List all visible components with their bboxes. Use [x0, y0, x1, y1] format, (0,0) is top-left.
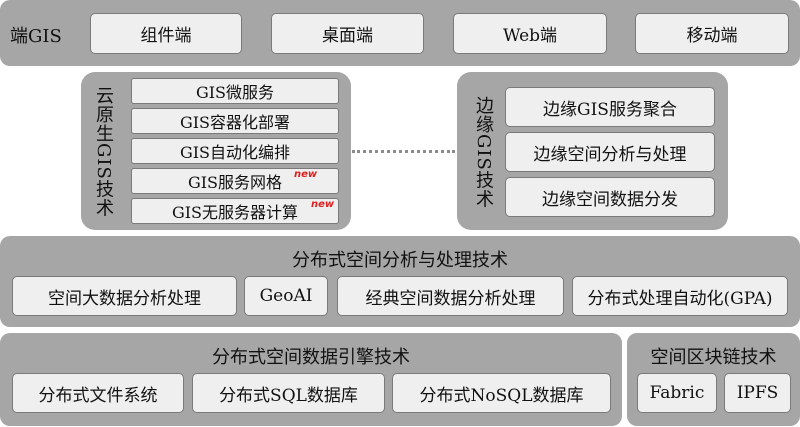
new-badge: new: [294, 169, 318, 180]
analysis-item-gpa: 分布式处理自动化(GPA): [572, 276, 788, 316]
blockchain-title: 空间区块链技术: [650, 347, 777, 368]
client-item-web: Web端: [453, 13, 607, 54]
blockchain-item-fabric: Fabric: [637, 373, 717, 413]
cloud-item-serverless: GIS无服务器计算: [131, 198, 339, 224]
edge-item-aggregation: 边缘GIS服务聚合: [505, 87, 715, 127]
edge-title: 边缘GIS技术: [473, 96, 494, 209]
cloud-panel: 云原生GIS技术 GIS微服务 GIS容器化部署 GIS自动化编排 GIS服务网…: [81, 72, 351, 230]
edge-item-distribution: 边缘空间数据分发: [505, 177, 715, 217]
blockchain-item-ipfs: IPFS: [724, 373, 791, 413]
edge-panel: 边缘GIS技术 边缘GIS服务聚合 边缘空间分析与处理 边缘空间数据分发: [457, 72, 728, 230]
analysis-item-classic: 经典空间数据分析处理: [337, 276, 564, 316]
edge-item-analysis: 边缘空间分析与处理: [505, 132, 715, 172]
new-badge: new: [311, 199, 335, 210]
client-panel: 端GIS 组件端 桌面端 Web端 移动端: [0, 0, 800, 66]
cloud-item-orchestration: GIS自动化编排: [131, 138, 339, 164]
cloud-item-container: GIS容器化部署: [131, 108, 339, 134]
blockchain-panel: 空间区块链技术 Fabric IPFS: [627, 333, 800, 426]
analysis-panel: 分布式空间分析与处理技术 空间大数据分析处理 GeoAI 经典空间数据分析处理 …: [0, 236, 800, 327]
engine-item-sql: 分布式SQL数据库: [192, 373, 385, 413]
dotted-connector: [352, 150, 455, 153]
engine-panel: 分布式空间数据引擎技术 分布式文件系统 分布式SQL数据库 分布式NoSQL数据…: [0, 333, 622, 426]
engine-item-filesystem: 分布式文件系统: [12, 373, 184, 413]
client-title: 端GIS: [10, 26, 62, 47]
client-item-desktop: 桌面端: [271, 13, 424, 54]
client-item-mobile: 移动端: [635, 13, 789, 54]
cloud-title: 云原生GIS技术: [93, 86, 114, 218]
client-item-component: 组件端: [90, 13, 242, 54]
engine-item-nosql: 分布式NoSQL数据库: [392, 373, 611, 413]
analysis-item-geoai: GeoAI: [244, 276, 328, 316]
engine-title: 分布式空间数据引擎技术: [212, 347, 410, 368]
analysis-title: 分布式空间分析与处理技术: [292, 250, 508, 271]
cloud-item-microservice: GIS微服务: [131, 78, 339, 104]
cloud-item-service-mesh: GIS服务网格: [131, 168, 339, 194]
analysis-item-bigdata: 空间大数据分析处理: [12, 276, 237, 316]
